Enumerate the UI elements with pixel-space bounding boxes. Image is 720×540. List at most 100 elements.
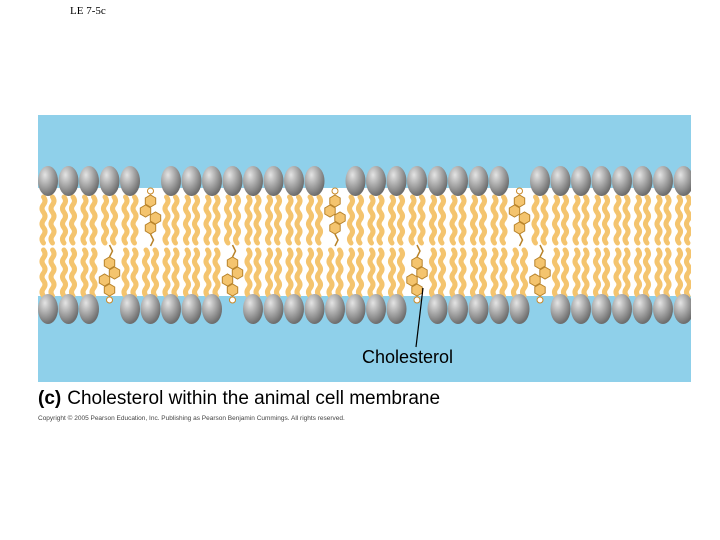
fatty-acid-tail	[39, 194, 48, 246]
fatty-acid-tail	[684, 194, 691, 246]
fatty-acid-tail	[376, 247, 385, 299]
steroid-ring	[513, 194, 526, 208]
phospholipid-head	[427, 166, 448, 196]
fatty-acid-tail	[48, 247, 57, 299]
fatty-acid-tail	[613, 247, 622, 299]
fatty-acid-tail	[561, 247, 569, 299]
fatty-acid-tail	[274, 194, 282, 246]
fatty-acid-tail	[142, 247, 150, 299]
fatty-acid-tail	[581, 194, 590, 246]
phospholipid-head	[591, 166, 612, 196]
fatty-acid-tail	[356, 247, 364, 299]
fatty-acid-tail	[171, 194, 180, 246]
fatty-acid-tail	[602, 194, 610, 246]
phospholipid-head	[58, 166, 79, 196]
fatty-acid-tail	[347, 247, 355, 299]
fatty-acid-tail	[347, 194, 355, 246]
fatty-acid-tail	[643, 194, 651, 246]
phospholipid-head	[489, 166, 509, 196]
phospholipid-head	[263, 166, 284, 196]
cholesterol-label: Cholesterol	[362, 347, 454, 367]
phospholipid-head	[591, 294, 612, 324]
fatty-acid-tail	[244, 247, 253, 299]
fatty-acid-tail	[684, 247, 691, 299]
steroid-ring	[416, 266, 428, 280]
fatty-acid-tail	[572, 247, 581, 299]
phospholipid-head	[181, 294, 202, 324]
phospholipid-head	[673, 294, 691, 324]
hydrocarbon-tail	[149, 233, 155, 247]
fatty-acid-tail	[253, 194, 262, 246]
fatty-acid-tail	[581, 247, 590, 299]
hydroxyl-group	[229, 296, 236, 304]
cholesterol-molecule	[529, 244, 551, 304]
hydrocarbon-tail	[518, 233, 524, 247]
phospholipid-head	[243, 294, 263, 324]
steroid-ring	[534, 283, 546, 297]
fatty-acid-tail	[80, 247, 89, 299]
fatty-acid-tail	[244, 194, 253, 246]
phospholipid-head	[386, 294, 407, 324]
steroid-ring	[534, 256, 546, 270]
phospholipid-head	[120, 294, 140, 324]
phospholipid-head	[304, 166, 325, 196]
fatty-acid-tail	[643, 247, 651, 299]
fatty-acid-tail	[520, 247, 528, 299]
steroid-ring	[226, 256, 239, 270]
fatty-acid-tail	[171, 247, 180, 299]
fatty-acid-tail	[315, 247, 323, 299]
fatty-acid-tail	[458, 247, 467, 299]
membrane-diagram	[38, 115, 691, 382]
phospholipid-head	[386, 166, 407, 196]
fatty-acid-tail	[89, 247, 98, 299]
steroid-ring	[226, 283, 239, 297]
caption-text: Cholesterol within the animal cell membr…	[67, 388, 441, 409]
phospholipid-head	[571, 166, 591, 196]
steroid-ring	[329, 194, 341, 208]
phospholipid-head	[550, 294, 571, 324]
fatty-acid-tail	[388, 247, 396, 299]
fatty-acid-tail	[499, 194, 508, 246]
cholesterol-molecule	[139, 187, 162, 247]
phospholipid-head	[58, 294, 79, 324]
phospholipid-head	[632, 294, 653, 324]
phospholipid-head	[345, 166, 366, 196]
fatty-acid-tail	[429, 194, 437, 246]
steroid-ring	[139, 204, 152, 218]
hydroxyl-group	[516, 187, 523, 195]
caption-tag: (c)	[38, 388, 62, 409]
fatty-acid-tail	[183, 247, 191, 299]
fatty-acid-tail	[367, 194, 376, 246]
hydrocarbon-tail	[334, 233, 339, 247]
steroid-ring	[513, 221, 526, 235]
phospholipid-head	[468, 294, 489, 324]
fatty-acid-tail	[622, 247, 631, 299]
phospholipid-head	[448, 294, 468, 324]
fatty-acid-tail	[203, 247, 212, 299]
fatty-acid-tail	[60, 247, 68, 299]
hydrocarbon-tail	[108, 244, 114, 258]
steroid-ring	[411, 256, 423, 270]
fatty-acid-tail	[121, 247, 130, 299]
steroid-ring	[329, 221, 341, 235]
fatty-acid-tail	[294, 247, 303, 299]
phospholipid-head	[263, 294, 284, 324]
phospholipid-head	[243, 166, 263, 196]
fatty-acid-tail	[408, 194, 417, 246]
phospholipid-head	[181, 166, 202, 196]
fatty-acid-tail	[470, 194, 478, 246]
fatty-acid-tail	[101, 194, 109, 246]
phospholipid-head	[120, 166, 140, 196]
phospholipid-head	[489, 294, 509, 324]
fatty-acid-tail	[285, 194, 294, 246]
fatty-acid-tail	[388, 194, 396, 246]
fatty-acid-tail	[162, 194, 171, 246]
phospholipid-head	[407, 166, 427, 196]
phospholipid-head	[304, 294, 325, 324]
fatty-acid-tail	[265, 194, 273, 246]
phospholipid-head	[38, 294, 58, 324]
phospholipid-head	[448, 166, 468, 196]
fatty-acid-tail	[654, 247, 663, 299]
steroid-ring	[144, 221, 157, 235]
phospholipid-head	[468, 166, 489, 196]
